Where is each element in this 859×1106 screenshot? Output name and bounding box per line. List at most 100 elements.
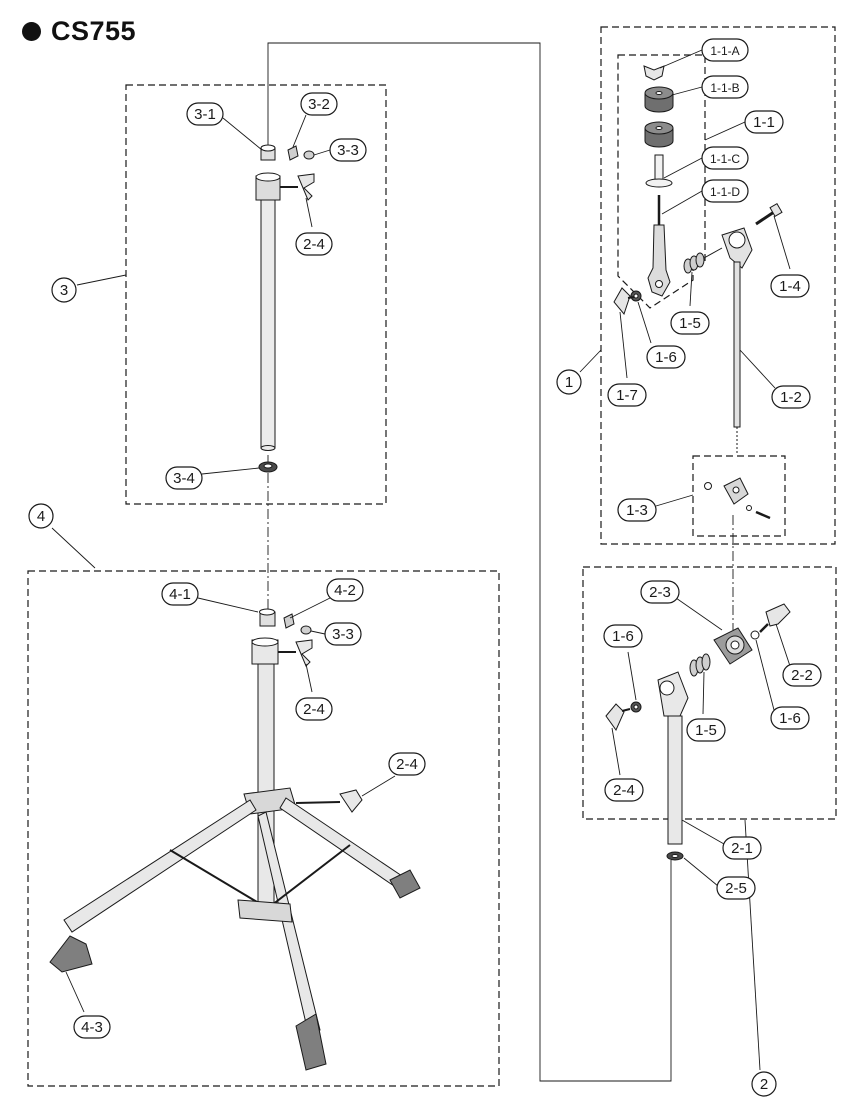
leader-line — [671, 86, 703, 96]
group-box-4 — [27, 570, 500, 1087]
part-callout-text: 2-4 — [303, 236, 325, 253]
part-arm-clamp-1-2 — [721, 227, 753, 455]
leader-line — [704, 121, 746, 141]
part-callout-2-3: 2-3 — [640, 580, 680, 604]
part-callout-text: 3-2 — [308, 96, 330, 113]
part-callout-text: 1-4 — [779, 278, 801, 295]
leader-line — [773, 215, 791, 270]
part-callout-text: 2-4 — [303, 701, 325, 718]
part-callout-text: 1-5 — [695, 722, 717, 739]
part-callout-text: 2-5 — [725, 880, 747, 897]
leader-line — [361, 775, 396, 797]
part-spring-2-1-5 — [689, 653, 711, 677]
part-callout-2-4: 2-4 — [295, 697, 333, 721]
title-block: CS755 — [22, 16, 136, 47]
assembly-callout-text: 1 — [565, 374, 573, 391]
leader-line — [659, 49, 703, 69]
part-callout-text: 1-6 — [655, 349, 677, 366]
part-callout-1-1: 1-1 — [744, 110, 784, 134]
part-cap-4-3-3 — [300, 625, 312, 635]
leader-line — [611, 727, 621, 776]
part-callout-2-4: 2-4 — [604, 778, 644, 802]
part-callout-text: 1-1-C — [710, 152, 740, 166]
leader-line — [681, 819, 725, 845]
leader-line — [744, 819, 761, 1071]
part-callout-text: 1-6 — [612, 628, 634, 645]
part-callout-3-4: 3-4 — [165, 466, 203, 490]
part-callout-text: 1-1-A — [710, 44, 739, 58]
leader-line — [305, 197, 313, 228]
leader-line — [197, 597, 259, 613]
leader-line — [775, 623, 791, 667]
part-washer-2-2-1-6 — [630, 701, 642, 713]
leader-line — [201, 467, 260, 475]
part-callout-2-5: 2-5 — [716, 876, 756, 900]
part-callout-1-6: 1-6 — [646, 345, 686, 369]
leader-line — [310, 630, 326, 635]
part-callout-text: 1-2 — [780, 389, 802, 406]
part-felt-upper — [644, 86, 674, 113]
group-box-2 — [582, 566, 837, 820]
leader-lines — [51, 49, 791, 1071]
connector-line-main — [267, 42, 672, 1082]
part-callout-1-6: 1-6 — [770, 706, 810, 730]
part-callout-text: 3-3 — [337, 142, 359, 159]
leader-line — [683, 857, 719, 887]
part-callout-1-7: 1-7 — [607, 383, 647, 407]
leader-line — [627, 651, 637, 701]
group-box-3 — [125, 84, 387, 505]
leader-line — [222, 117, 263, 151]
part-wingbolt-2-2 — [759, 603, 791, 633]
assembly-callout-text: 2 — [760, 1076, 768, 1093]
part-callout-text: 2-2 — [791, 667, 813, 684]
part-callout-1-1-A: 1-1-A — [701, 38, 749, 62]
part-rubber-foot-left-4-3 — [49, 935, 93, 973]
part-callout-4-1: 4-1 — [161, 582, 199, 606]
part-cymbal-tilter-1-1-d — [647, 195, 671, 297]
leader-line — [637, 301, 652, 344]
part-callout-text: 2-1 — [731, 840, 753, 857]
subgroup-box-1-3 — [692, 455, 786, 537]
part-wingbolt-1-7 — [613, 287, 635, 316]
leader-line — [702, 671, 705, 715]
part-callout-text: 1-5 — [679, 315, 701, 332]
part-callout-4-3: 4-3 — [73, 1015, 111, 1039]
part-callout-1-5: 1-5 — [686, 718, 726, 742]
part-clip-3-2 — [287, 145, 299, 161]
assembly-callout-4: 4 — [28, 503, 54, 529]
part-bolt-1-4 — [755, 202, 783, 226]
assembly-callout-2: 2 — [751, 1071, 777, 1097]
part-clamp-1-3 — [704, 477, 771, 520]
part-callout-text: 2-4 — [396, 756, 418, 773]
assembly-callout-1: 1 — [556, 369, 582, 395]
part-callout-1-4: 1-4 — [770, 274, 810, 298]
part-callout-text: 2-3 — [649, 584, 671, 601]
leader-line — [76, 274, 127, 286]
leader-line — [579, 349, 602, 373]
part-callout-text: 3-3 — [332, 626, 354, 643]
part-callout-2-4: 2-4 — [295, 232, 333, 256]
leader-line — [305, 663, 313, 693]
part-callout-1-3: 1-3 — [617, 498, 657, 522]
leader-line — [663, 157, 703, 179]
part-nut-3-4 — [258, 461, 278, 473]
part-clip-4-2 — [283, 613, 295, 629]
part-sleeve-1-1-c — [645, 154, 673, 188]
part-callout-3-1: 3-1 — [186, 102, 224, 126]
leader-line — [755, 639, 775, 711]
part-rubber-foot-bottom — [295, 1013, 327, 1071]
part-callout-1-6: 1-6 — [603, 624, 643, 648]
leader-line — [289, 597, 331, 619]
leader-line — [292, 114, 307, 148]
part-tilter-2-3 — [713, 627, 753, 665]
part-callout-1-2: 1-2 — [771, 385, 811, 409]
part-felt-lower — [644, 121, 674, 148]
part-callout-2-1: 2-1 — [722, 836, 762, 860]
part-washer-1-6 — [630, 290, 642, 302]
leader-line — [51, 527, 96, 569]
part-callout-3-2: 3-2 — [300, 92, 338, 116]
diagram-title: CS755 — [51, 16, 137, 46]
part-bushing-3-1 — [260, 144, 276, 161]
